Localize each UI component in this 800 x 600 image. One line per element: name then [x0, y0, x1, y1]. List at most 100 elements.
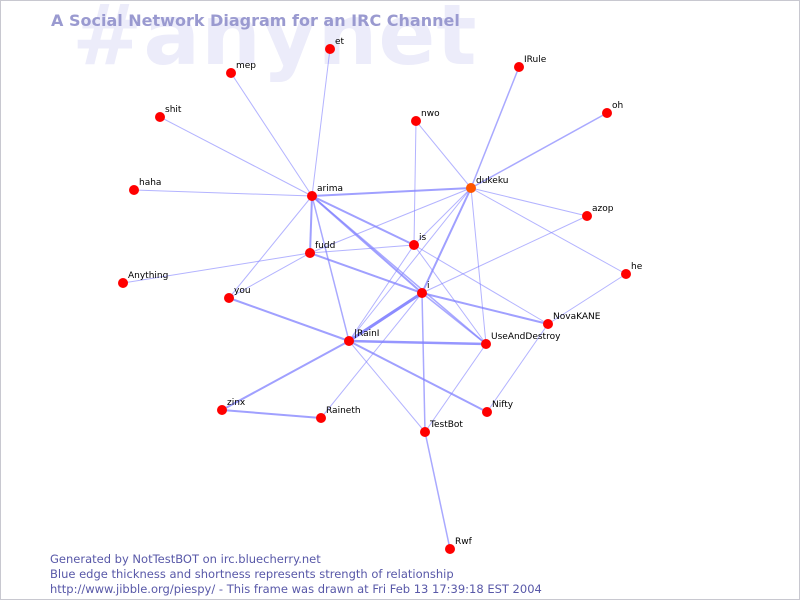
node-dot	[226, 68, 236, 78]
node-dot	[325, 44, 335, 54]
node-label: i	[427, 281, 430, 291]
node-et: et	[325, 37, 345, 54]
edge-you-IRainI	[228, 297, 350, 342]
node-dot	[543, 319, 553, 329]
edge-fudd-is	[309, 244, 415, 254]
node-label: shit	[165, 105, 182, 115]
node-label: he	[631, 262, 643, 272]
node-nwo: nwo	[411, 109, 440, 126]
node-is: is	[409, 233, 427, 250]
node-dot	[344, 336, 354, 346]
node-label: arima	[317, 184, 343, 194]
node-label: TestBot	[429, 420, 463, 430]
node-Anything: Anything	[118, 271, 168, 288]
edge-fudd-Anything	[122, 252, 311, 284]
node-dukeku: dukeku	[466, 176, 508, 193]
node-dot	[411, 116, 421, 126]
node-label: NovaKANE	[553, 312, 601, 322]
channel-watermark: #anynet	[72, 0, 478, 84]
node-dot	[305, 248, 315, 258]
edge-IRainI-UseAndDestroy	[348, 339, 487, 346]
node-IRainI: |RainI	[344, 329, 379, 346]
edge-i-Raineth	[320, 292, 423, 419]
node-dot	[514, 62, 524, 72]
edge-dukeku-nwo	[415, 120, 472, 189]
node-label: haha	[139, 178, 161, 188]
node-dot	[409, 240, 419, 250]
node-Nifty: Nifty	[482, 400, 514, 417]
edge-i-IRainI	[348, 291, 423, 343]
node-oh: oh	[602, 101, 623, 118]
node-dot	[582, 211, 592, 221]
diagram-title: A Social Network Diagram for an IRC Chan…	[51, 11, 460, 30]
edge-dukeku-fudd	[309, 187, 472, 254]
edge-arima-shit	[159, 116, 313, 197]
node-TestBot: TestBot	[420, 420, 463, 437]
node-label: IRule	[524, 55, 547, 65]
edge-arima-mep	[230, 72, 313, 197]
node-dot	[217, 405, 227, 415]
node-dot	[224, 293, 234, 303]
node-arima: arima	[307, 184, 343, 201]
node-NovaKANE: NovaKANE	[543, 312, 601, 329]
edge-UseAndDestroy-TestBot	[424, 343, 487, 433]
node-dot	[316, 413, 326, 423]
node-dot	[481, 339, 491, 349]
edge-dukeku-IRule	[470, 66, 520, 189]
edge-dukeku-he	[470, 187, 627, 275]
node-label: zinx	[227, 398, 246, 408]
footer-generated-by: Generated by NotTestBOT on irc.bluecherr…	[50, 552, 321, 566]
edges-layer	[122, 48, 627, 550]
node-label: et	[335, 37, 345, 47]
node-shit: shit	[155, 105, 182, 122]
node-label: mep	[236, 61, 256, 71]
node-label: Nifty	[492, 400, 514, 410]
node-dot	[602, 108, 612, 118]
edge-arima-is	[311, 195, 415, 246]
edge-NovaKANE-Nifty	[486, 323, 549, 413]
edge-is-NovaKANE	[413, 244, 549, 325]
node-fudd: fudd	[305, 241, 335, 258]
edge-arima-dukeku	[311, 187, 472, 197]
edge-fudd-i	[309, 252, 423, 294]
node-label: fudd	[315, 241, 335, 251]
edge-TestBot-Rwf	[424, 431, 451, 550]
node-label: Raineth	[326, 406, 361, 416]
node-label: azop	[592, 204, 614, 214]
node-IRule: IRule	[514, 55, 547, 72]
edge-fudd-you	[228, 252, 311, 299]
node-dot	[420, 427, 430, 437]
node-dot	[445, 544, 455, 554]
node-dot	[118, 278, 128, 288]
edge-arima-you	[228, 195, 313, 299]
edge-i-TestBot	[421, 292, 426, 433]
edge-is-IRainI	[348, 244, 415, 342]
edge-dukeku-oh	[470, 112, 608, 189]
edge-IRainI-Nifty	[348, 340, 488, 413]
edge-nwo-is	[413, 120, 417, 246]
edge-i-NovaKANE	[421, 292, 549, 325]
node-zinx: zinx	[217, 398, 246, 415]
edge-dukeku-UseAndDestroy	[470, 187, 487, 345]
edge-is-UseAndDestroy	[413, 244, 487, 345]
node-dot	[129, 185, 139, 195]
edge-dukeku-i	[421, 187, 472, 294]
node-label: nwo	[421, 109, 440, 119]
edge-i-UseAndDestroy	[421, 292, 487, 345]
edge-arima-fudd	[309, 195, 313, 254]
node-dot	[307, 191, 317, 201]
edge-arima-IRainI	[311, 195, 350, 342]
node-you: you	[224, 286, 251, 303]
node-label: Rwf	[455, 537, 473, 547]
footer: Generated by NotTestBOT on irc.bluecherr…	[50, 552, 542, 597]
node-UseAndDestroy: UseAndDestroy	[481, 332, 561, 349]
node-dot	[466, 183, 476, 193]
edge-dukeku-IRainI	[348, 187, 472, 342]
node-azop: azop	[582, 204, 614, 221]
node-haha: haha	[129, 178, 161, 195]
node-label: Anything	[128, 271, 168, 281]
node-label: UseAndDestroy	[491, 332, 561, 342]
node-label: dukeku	[476, 176, 508, 186]
node-Raineth: Raineth	[316, 406, 361, 423]
